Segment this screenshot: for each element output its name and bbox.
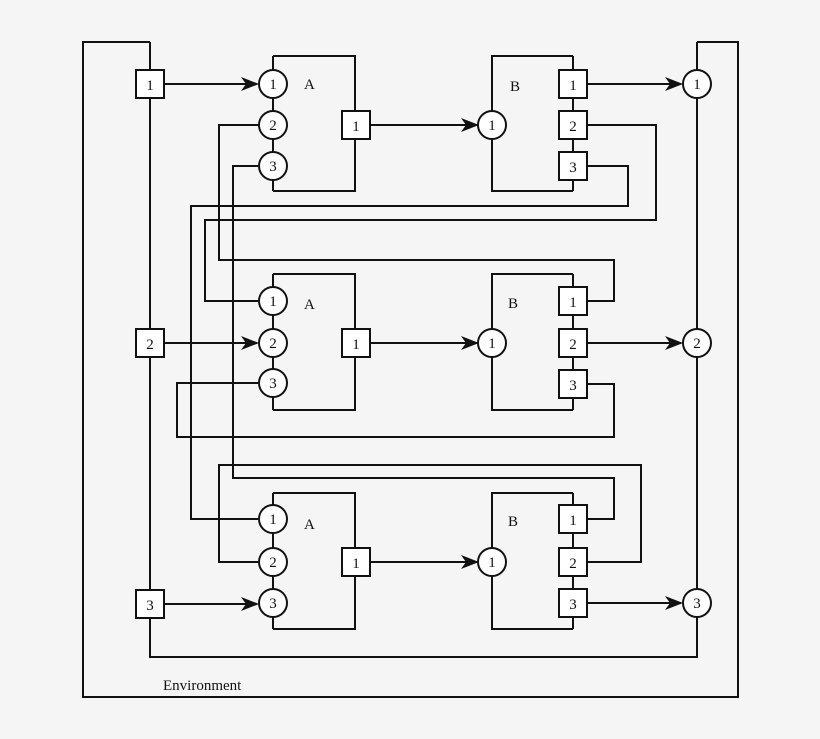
a2-output-port xyxy=(341,328,371,358)
b2-input-port xyxy=(477,328,507,358)
b2-output-port-1 xyxy=(558,286,588,316)
a1-input-port-1-label: 1 xyxy=(269,77,277,93)
b2-output-port-3 xyxy=(558,369,588,399)
a3-input-port-3-label: 3 xyxy=(269,596,277,612)
a2-input-port-3 xyxy=(258,368,288,398)
b2-output-port-1-label: 1 xyxy=(569,295,577,311)
b3-output-port-2-label: 2 xyxy=(569,556,577,572)
b3-output-port-1 xyxy=(558,504,588,534)
b3-output-port-2 xyxy=(558,547,588,577)
env-input-port-2-label: 2 xyxy=(146,337,154,353)
env-input-port-1-label: 1 xyxy=(146,78,154,94)
a1-input-port-3 xyxy=(258,151,288,181)
env-output-port-3 xyxy=(682,588,712,618)
block-a-3-label: A xyxy=(304,517,315,533)
block-a-1-label: A xyxy=(304,77,315,93)
a3-input-port-3 xyxy=(258,588,288,618)
b2-output-port-3-label: 3 xyxy=(569,378,577,394)
env-output-ports: 1 2 3 xyxy=(682,69,712,618)
a2-input-port-2-label: 2 xyxy=(269,336,277,352)
a1-output-port-label: 1 xyxy=(352,119,360,135)
env-output-port-2-label: 2 xyxy=(693,336,701,352)
a2-input-port-3-label: 3 xyxy=(269,376,277,392)
a-ports-row-2: 1 2 3 1 xyxy=(258,286,371,398)
environment-frame: Environment xyxy=(82,41,739,698)
env-output-port-1-label: 1 xyxy=(693,77,701,93)
a2-input-port-1 xyxy=(258,286,288,316)
b2-output-port-2-label: 2 xyxy=(569,337,577,353)
env-input-port-2 xyxy=(135,328,165,358)
b3-output-port-3-label: 3 xyxy=(569,597,577,613)
b2-input-port-label: 1 xyxy=(488,336,496,352)
block-b-2-label: B xyxy=(508,296,518,312)
a-ports-row-3: 1 2 3 1 xyxy=(258,504,371,618)
a2-output-port-label: 1 xyxy=(352,337,360,353)
b3-input-port-label: 1 xyxy=(488,555,496,571)
env-output-port-3-label: 3 xyxy=(693,596,701,612)
b-ports-row-2: 1 1 2 3 xyxy=(477,286,588,399)
env-input-port-3 xyxy=(135,589,165,619)
a3-input-port-2 xyxy=(258,547,288,577)
a3-input-port-2-label: 2 xyxy=(269,555,277,571)
b1-output-port-3-label: 3 xyxy=(569,160,577,176)
env-output-port-2 xyxy=(682,328,712,358)
a1-input-port-2 xyxy=(258,110,288,140)
block-b-3-label: B xyxy=(508,514,518,530)
b1-output-port-1 xyxy=(558,69,588,99)
a3-input-port-1 xyxy=(258,504,288,534)
b1-input-port-label: 1 xyxy=(488,118,496,134)
a-ports-row-1: 1 2 3 1 xyxy=(258,69,371,181)
environment-label: Environment xyxy=(163,678,242,694)
a3-output-port-label: 1 xyxy=(352,556,360,572)
a1-output-port xyxy=(341,110,371,140)
a2-input-port-1-label: 1 xyxy=(269,294,277,310)
b1-output-port-1-label: 1 xyxy=(569,78,577,94)
b1-output-port-2-label: 2 xyxy=(569,119,577,135)
b1-input-port xyxy=(477,110,507,140)
feedback-wiring xyxy=(176,124,657,563)
a1-input-port-3-label: 3 xyxy=(269,159,277,175)
env-input-ports: 1 2 3 xyxy=(135,69,165,619)
a1-input-port-2-label: 2 xyxy=(269,118,277,134)
env-output-port-1 xyxy=(682,69,712,99)
a3-input-port-1-label: 1 xyxy=(269,512,277,528)
b-ports-row-1: 1 1 2 3 xyxy=(477,69,588,181)
b3-output-port-3 xyxy=(558,588,588,618)
a1-input-port-1 xyxy=(258,69,288,99)
env-input-port-3-label: 3 xyxy=(146,598,154,614)
direct-connections xyxy=(164,77,683,611)
block-b-1-label: B xyxy=(510,79,520,95)
b3-output-port-1-label: 1 xyxy=(569,513,577,529)
b1-output-port-3 xyxy=(558,151,588,181)
a3-output-port xyxy=(341,547,371,577)
env-input-port-1 xyxy=(135,69,165,99)
b-ports-row-3: 1 1 2 3 xyxy=(477,504,588,618)
b1-output-port-2 xyxy=(558,110,588,140)
b3-input-port xyxy=(477,547,507,577)
block-a-2-label: A xyxy=(304,297,315,313)
b2-output-port-2 xyxy=(558,328,588,358)
a2-input-port-2 xyxy=(258,328,288,358)
